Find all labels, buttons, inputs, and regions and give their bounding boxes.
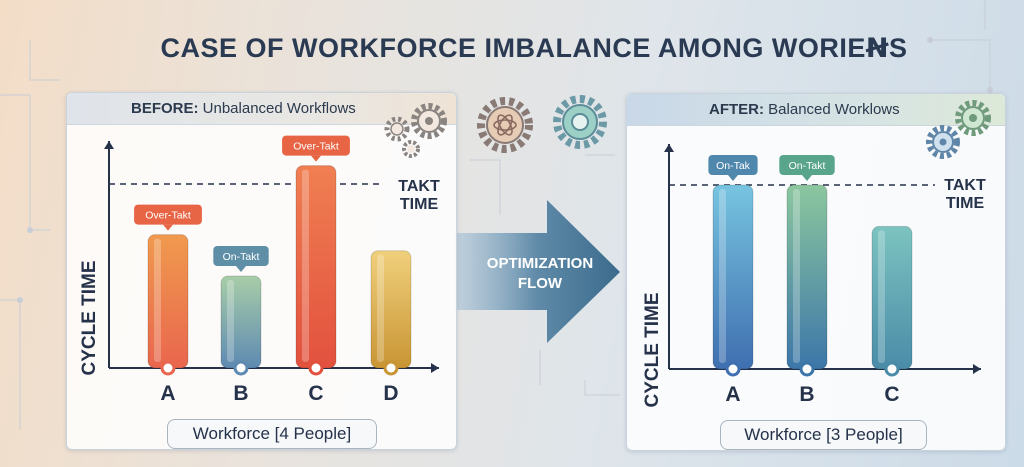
takt-label-line2: TIME	[946, 195, 985, 212]
category-label: B	[799, 383, 814, 406]
bar-highlight	[878, 230, 885, 363]
gear-icon	[955, 100, 991, 136]
status-tag	[779, 155, 835, 175]
category-label: A	[725, 383, 740, 406]
status-tag-pointer	[236, 266, 246, 272]
y-axis-arrow	[664, 144, 674, 152]
status-tag-label: Over-Takt	[145, 210, 191, 222]
gear-icon	[926, 125, 960, 159]
before-header-text: Unbalanced Workflows	[198, 100, 356, 117]
status-tag-label: On-Takt	[789, 160, 826, 172]
gear-icon	[411, 103, 447, 139]
optimization-flow-arrow: OPTIMIZATION FLOW	[455, 200, 620, 343]
page-title: CASE OF WORKFORCE IMBALANCE AMONG WORIEꞤ…	[160, 33, 908, 63]
x-axis-arrow	[431, 363, 439, 373]
bar-highlight	[793, 189, 800, 363]
status-tag	[134, 204, 202, 225]
workforce-after-label: Workforce [3 People]	[720, 420, 927, 450]
gear-icon	[384, 116, 410, 142]
gear-icon	[402, 140, 420, 158]
gear-icons-after	[926, 100, 991, 159]
status-tag	[708, 155, 758, 175]
bar-base-marker	[233, 360, 249, 376]
category-label: A	[160, 382, 175, 405]
after-panel: AFTER: Balanced Worklows CYCLE TIME TAKT…	[626, 93, 1006, 451]
bar-highlight	[154, 238, 161, 362]
before-panel-header: BEFORE: Unbalanced Workflows	[67, 93, 456, 125]
y-axis-arrow	[104, 141, 114, 149]
category-label: C	[884, 383, 899, 406]
gear-icon	[553, 95, 607, 149]
after-header-text: Balanced Worklows	[764, 101, 900, 118]
status-tag-pointer	[311, 155, 321, 162]
status-tag	[213, 246, 269, 266]
takt-label-line2: TIME	[400, 196, 439, 213]
category-label: D	[383, 382, 398, 405]
before-panel: BEFORE: Unbalanced Workflows CYCLE TIME …	[66, 92, 457, 450]
category-label: C	[308, 382, 323, 405]
status-tag-pointer	[728, 175, 738, 181]
status-tag-pointer	[163, 224, 173, 231]
bar-highlight	[302, 169, 309, 362]
y-axis-label: CYCLE TIME	[79, 260, 100, 375]
status-tag	[282, 135, 350, 156]
bar-base-marker	[725, 361, 741, 377]
before-header-prefix: BEFORE:	[131, 100, 199, 117]
category-label: B	[233, 382, 248, 405]
bar-base-marker	[308, 360, 324, 376]
after-header-prefix: AFTER:	[709, 101, 764, 118]
bar-base-marker	[884, 361, 900, 377]
flow-label-line1: OPTIMIZATION	[487, 255, 593, 272]
status-tag-label: On-Takt	[223, 251, 260, 263]
flow-label-line2: FLOW	[518, 275, 563, 292]
takt-label-line1: TAKT	[944, 177, 986, 194]
bar-base-marker	[799, 361, 815, 377]
takt-label-line1: TAKT	[398, 178, 440, 195]
bar-highlight	[377, 254, 384, 362]
gear-icon	[477, 97, 533, 153]
bar-base-marker	[160, 360, 176, 376]
bar-highlight	[227, 280, 234, 362]
status-tag-label: On-Tak	[716, 160, 751, 172]
bar-highlight	[719, 189, 726, 363]
x-axis-arrow	[973, 364, 981, 374]
status-tag-pointer	[802, 175, 812, 181]
gear-icons-before	[384, 103, 447, 158]
status-tag-label: Over-Takt	[293, 141, 339, 153]
bar-base-marker	[383, 360, 399, 376]
after-panel-header: AFTER: Balanced Worklows	[627, 94, 1005, 126]
gear-icons-middle	[477, 95, 607, 153]
y-axis-label: CYCLE TIME	[642, 292, 663, 407]
workforce-before-label: Workforce [4 People]	[167, 419, 377, 449]
